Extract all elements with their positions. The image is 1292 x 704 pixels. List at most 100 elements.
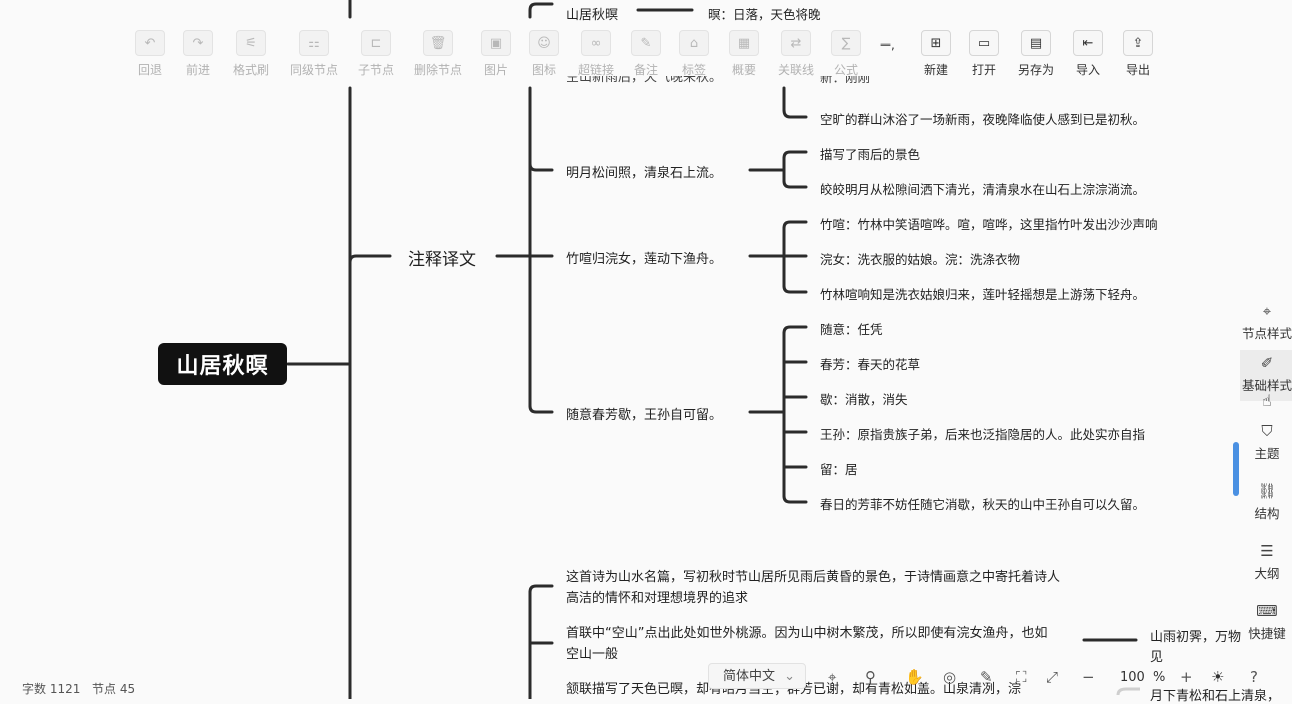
root-node[interactable]: 山居秋暝 — [158, 343, 287, 385]
redo-icon: ↷ — [183, 30, 213, 56]
leaf-node[interactable]: 竹林喧响知是洗衣姑娘归来，莲叶轻摇想是上游荡下轻舟。 — [820, 287, 1146, 302]
link-icon: ∞ — [581, 30, 611, 56]
child-node-icon: ⊏ — [361, 30, 391, 56]
language-value: 简体中文 — [723, 669, 776, 684]
dark-mode-sun-icon[interactable]: ☀ — [1211, 668, 1225, 686]
toolbar-button-image[interactable]: ▣ 图片 — [466, 30, 526, 78]
toolbar-button-association-line[interactable]: ⇄关联线 — [766, 30, 826, 78]
toolbar-label: 概要 — [731, 63, 756, 77]
toolbar-label: 格式刷 — [232, 63, 269, 77]
toolbar-button-save-as[interactable]: ▤另存为 — [1006, 30, 1066, 78]
search-icon[interactable]: ⚲ — [865, 668, 876, 686]
compass-icon[interactable]: ◎ — [943, 668, 957, 686]
toolbar-button-format-brush[interactable]: ⚟ 格式刷 — [221, 30, 281, 78]
partial-node-title[interactable]: 山居秋暝 — [566, 8, 619, 23]
leaf-node[interactable]: 竹喧：竹林中笑语喧哗。喧，喧哗，这里指竹叶发出沙沙声响 — [820, 217, 1158, 232]
help-icon[interactable]: ? — [1250, 668, 1258, 686]
toolbar-button-export[interactable]: ⇪导出 — [1108, 30, 1168, 78]
toolbar-button-new-file[interactable]: ⊞ 新建 — [906, 30, 966, 78]
toolbar-button-summary[interactable]: ▦ 概要 — [714, 30, 774, 78]
edit-icon[interactable]: ✎ — [980, 668, 993, 686]
toolbar-button-note[interactable]: ✎备注 — [616, 30, 676, 78]
toolbar-label: 新建 — [923, 63, 948, 77]
partial-node-note[interactable]: 暝：日落，天色将晚 — [708, 7, 821, 22]
toolbar-label: 前进 — [185, 63, 210, 77]
appreciation-child-cut[interactable]: 山雨初霁，万物 — [1150, 630, 1242, 645]
sidebar-item-base-style[interactable]: ✐基础样式 — [1240, 350, 1292, 401]
toolbar-button-formula[interactable]: ∑公式 — [816, 30, 876, 78]
zoom-out-icon[interactable]: − — [1082, 668, 1095, 686]
fit-screen-icon[interactable]: ⛶ — [1016, 668, 1027, 686]
sidebar-item-node-style[interactable]: ⌖节点样式 — [1240, 298, 1292, 349]
zoom-in-icon[interactable]: + — [1180, 668, 1193, 686]
appreciation-node-3[interactable]: 颔联描写了天色已暝，却有皓月当空；群芳已谢，却有青松如盖。山泉清冽，淙 — [566, 682, 1022, 697]
line-node-1[interactable]: 明月松间照，清泉石上流。 — [566, 166, 723, 181]
toolbar-label: 回退 — [137, 63, 162, 77]
import-icon: ⇤ — [1073, 30, 1103, 56]
toolbar-label: 图片 — [483, 63, 508, 77]
outline-icon: ☰ — [1260, 542, 1274, 560]
leaf-node[interactable]: 歇：消散，消失 — [820, 392, 908, 407]
branch-node-annotation[interactable]: 注释译文 — [408, 250, 476, 270]
toolbar-separator-glyph: ᆖ, — [880, 38, 895, 52]
node-count-label: 节点 — [92, 682, 117, 696]
toolbar-label: 标签 — [681, 63, 706, 77]
tag-icon: ⌂ — [679, 30, 709, 56]
leaf-node[interactable]: 王孙：原指贵族子弟，后来也泛指隐居的人。此处实亦自指 — [820, 427, 1146, 442]
appreciation-child-cut-3[interactable]: 月下青松和石上清泉， — [1150, 689, 1281, 704]
line-node-3[interactable]: 随意春芳歇，王孙自可留。 — [566, 408, 723, 423]
new-file-icon: ⊞ — [921, 30, 951, 56]
leaf-node[interactable]: 随意：任凭 — [820, 322, 883, 337]
toolbar-button-tag[interactable]: ⌂ 标签 — [664, 30, 724, 78]
sidebar-item-keyboard[interactable]: ⌨快捷键 — [1240, 598, 1292, 649]
language-select[interactable]: 简体中文 ⌄ — [708, 663, 806, 689]
sidebar-item-label: 大纲 — [1254, 566, 1280, 581]
export-icon: ⇪ — [1123, 30, 1153, 56]
leaf-node[interactable]: 皎皎明月从松隙间洒下清光，清清泉水在山石上淙淙淌流。 — [820, 182, 1146, 197]
sidebar-item-label: 主题 — [1254, 446, 1280, 461]
summary-icon: ▦ — [729, 30, 759, 56]
toolbar-label: 删除节点 — [413, 63, 462, 77]
image-icon: ▣ — [481, 30, 511, 56]
structure-icon: ⛓ — [1257, 482, 1277, 500]
toolbar-button-emoji[interactable]: ☺图标 — [514, 30, 574, 78]
drag-hand-icon[interactable]: ✋ — [905, 668, 924, 686]
format-brush-icon: ⚟ — [236, 30, 266, 56]
zoom-value: 100 — [1120, 670, 1145, 685]
formula-icon: ∑ — [831, 30, 861, 56]
toolbar-label: 关联线 — [777, 63, 814, 77]
leaf-node[interactable]: 描写了雨后的景色 — [820, 147, 921, 162]
leaf-node[interactable]: 留：居 — [820, 462, 858, 477]
locate-icon[interactable]: ⌖ — [828, 668, 837, 686]
toolbar-button-redo[interactable]: ↷ 前进 — [168, 30, 228, 78]
sidebar-collapse-handle[interactable] — [1233, 442, 1239, 496]
toolbar-button-sibling-node[interactable]: ⚏同级节点 — [284, 30, 344, 78]
appreciation-node-1[interactable]: 这首诗为山水名篇，写初秋时节山居所见雨后黄昏的景色，于诗情画意之中寄托着诗人高洁… — [566, 570, 1061, 606]
toolbar-label: 备注 — [633, 63, 658, 77]
leaf-node[interactable]: 空旷的群山沐浴了一场新雨，夜晚降临使人感到已是初秋。 — [820, 112, 1146, 127]
toolbar-button-undo[interactable]: ↶ 回退 — [120, 30, 180, 78]
toolbar-button-link[interactable]: ∞超链接 — [566, 30, 626, 78]
toolbar-button-child-node[interactable]: ⊏子节点 — [346, 30, 406, 78]
sidebar-item-outline[interactable]: ☰ 大纲 — [1240, 538, 1292, 589]
leaf-node[interactable]: 浣女：洗衣服的姑娘。浣：洗涤衣物 — [820, 252, 1021, 267]
leaf-node[interactable]: 春芳：春天的花草 — [820, 357, 921, 372]
save-as-icon: ▤ — [1021, 30, 1051, 56]
toolbar-button-import[interactable]: ⇤导入 — [1058, 30, 1118, 78]
fullscreen-icon[interactable]: ⤢ — [1046, 668, 1059, 686]
toolbar-button-delete[interactable]: 🗑删除节点 — [408, 30, 468, 78]
sidebar-item-theme-shirt[interactable]: ⛉主题 — [1240, 418, 1292, 469]
node-count-value: 45 — [119, 682, 136, 696]
toolbar-label: 同级节点 — [289, 63, 338, 77]
toolbar-button-open-folder[interactable]: ▭打开 — [954, 30, 1014, 78]
node-count: 节点 45 — [92, 680, 135, 697]
base-style-icon: ✐ — [1260, 354, 1274, 372]
partial-node-line-cut: 空山新雨后，天气晚来秋。 — [566, 76, 723, 85]
word-count: 字数 1121 — [22, 680, 80, 697]
leaf-node[interactable]: 春日的芳菲不妨任随它消歇，秋天的山中王孙自可以久留。 — [820, 497, 1146, 512]
sidebar-item-structure[interactable]: ⛓结构 — [1240, 478, 1292, 529]
line-node-2[interactable]: 竹喧归浣女，莲动下渔舟。 — [566, 252, 723, 267]
undo-icon: ↶ — [135, 30, 165, 56]
appreciation-node-2[interactable]: 首联中“空山”点出此处如世外桃源。因为山中树木繁茂，所以即使有浣女渔舟，也如空山… — [566, 626, 1048, 662]
